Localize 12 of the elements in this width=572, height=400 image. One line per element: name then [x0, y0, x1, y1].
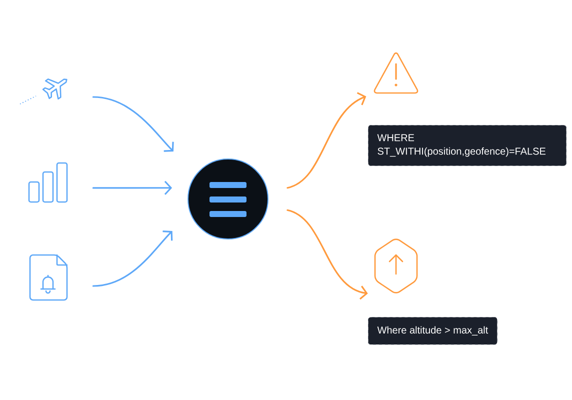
arrow	[92, 230, 173, 287]
arrow	[92, 180, 172, 195]
code-box: Where altitude > max_alt	[368, 317, 498, 345]
arrow	[286, 209, 368, 300]
hexagon-arrow-icon	[374, 238, 418, 294]
arrow	[92, 96, 174, 152]
bar-chart-icon	[28, 162, 68, 203]
warning-icon	[374, 52, 418, 94]
document-bell-icon	[29, 254, 68, 301]
airplane-icon	[20, 78, 68, 104]
code-box: WHERE ST_WITHI(position,geofence)=FALSE	[368, 125, 566, 166]
arrow	[286, 92, 366, 189]
